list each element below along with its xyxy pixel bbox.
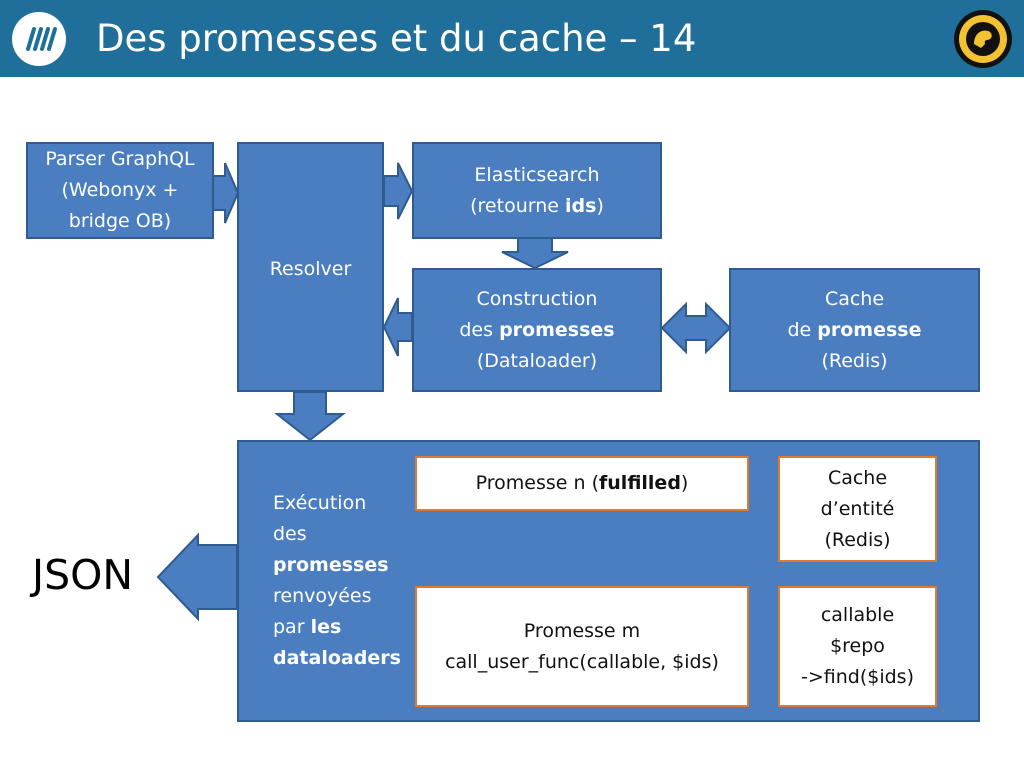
- cache-entity-line2: d’entité: [820, 497, 895, 520]
- arrow-resolver-to-elasticsearch: [383, 162, 414, 220]
- callable-line1: callable: [820, 604, 895, 626]
- cache-entity-box: Cache d’entité (Redis): [778, 456, 937, 562]
- cache-promise-line1: Cache: [824, 287, 885, 310]
- execution-line1: Exécution: [273, 492, 367, 514]
- callable-line3: ->find($ids): [801, 666, 914, 688]
- title-bar: Des promesses et du cache – 14: [0, 0, 1024, 77]
- arrow-elasticsearch-to-construction: [501, 237, 569, 270]
- execution-line4: renvoyées: [273, 585, 372, 607]
- cache-promise-line2-pre: de: [787, 318, 818, 341]
- promise-m-box: Promesse m call_user_func(callable, $ids…: [415, 586, 749, 707]
- cache-promise-box: Cache de promesse (Redis): [729, 268, 980, 392]
- promise-n-bold: fulfilled: [599, 472, 681, 494]
- execution-line6: dataloaders: [273, 643, 401, 674]
- construction-line3: (Dataloader): [476, 349, 598, 372]
- construction-line2: des promesses: [459, 315, 614, 346]
- construction-line2-pre: des: [459, 318, 500, 341]
- elephant-logo-icon: [954, 10, 1012, 68]
- parser-line2: (Webonyx +: [61, 179, 179, 201]
- construction-line2-bold: promesses: [499, 318, 615, 341]
- promise-m-line1: Promesse m: [523, 619, 641, 642]
- parser-line1: Parser GraphQL: [45, 148, 195, 170]
- parser-line3: bridge OB): [68, 210, 172, 232]
- page-title: Des promesses et du cache – 14: [96, 17, 697, 60]
- cache-entity-line3: (Redis): [824, 528, 891, 551]
- callable-line2: $repo: [830, 635, 885, 657]
- promise-m-line2: call_user_func(callable, $ids): [445, 650, 719, 673]
- elasticsearch-line2-post: ): [596, 194, 604, 217]
- elasticsearch-line2: (retourne ids): [470, 191, 604, 222]
- execution-line3: promesses: [273, 550, 401, 581]
- cache-entity-line1: Cache: [827, 466, 888, 489]
- callable-box: callable $repo ->find($ids): [778, 586, 937, 707]
- construction-line1: Construction: [476, 287, 598, 310]
- promise-n-box: Promesse n (fulfilled): [415, 456, 749, 511]
- construction-box: Construction des promesses (Dataloader): [412, 268, 662, 392]
- resolver-box: Resolver: [237, 142, 384, 392]
- arrow-construction-cache-bidirectional: [660, 301, 732, 355]
- elasticsearch-line2-bold: ids: [565, 194, 597, 217]
- arrow-resolver-to-execution: [274, 391, 346, 442]
- execution-line2: des: [273, 523, 307, 545]
- elasticsearch-line2-pre: (retourne: [470, 194, 565, 217]
- execution-line5-pre: par: [273, 616, 311, 638]
- arrow-execution-to-json: [156, 532, 238, 622]
- elasticsearch-line1: Elasticsearch: [474, 163, 600, 186]
- promise-n-post: ): [680, 472, 689, 494]
- execution-line5: par les: [273, 612, 401, 643]
- elasticsearch-box: Elasticsearch (retourne ids): [412, 142, 662, 239]
- arrow-construction-to-resolver: [382, 297, 413, 357]
- arrow-parser-to-resolver: [212, 162, 240, 224]
- promise-n-text: Promesse n (fulfilled): [476, 468, 689, 499]
- slash-logo-icon: [12, 12, 66, 66]
- cache-promise-line2-bold: promesse: [817, 318, 922, 341]
- resolver-label: Resolver: [269, 258, 352, 280]
- promise-n-pre: Promesse n (: [475, 472, 600, 494]
- json-label: JSON: [32, 551, 134, 599]
- parser-box: Parser GraphQL (Webonyx + bridge OB): [26, 142, 214, 239]
- execution-line6-bold: dataloaders: [273, 647, 401, 669]
- execution-line3-bold: promesses: [273, 554, 389, 576]
- cache-promise-line2: de promesse: [787, 315, 921, 346]
- execution-line5-bold: les: [310, 616, 342, 638]
- cache-promise-line3: (Redis): [821, 349, 888, 372]
